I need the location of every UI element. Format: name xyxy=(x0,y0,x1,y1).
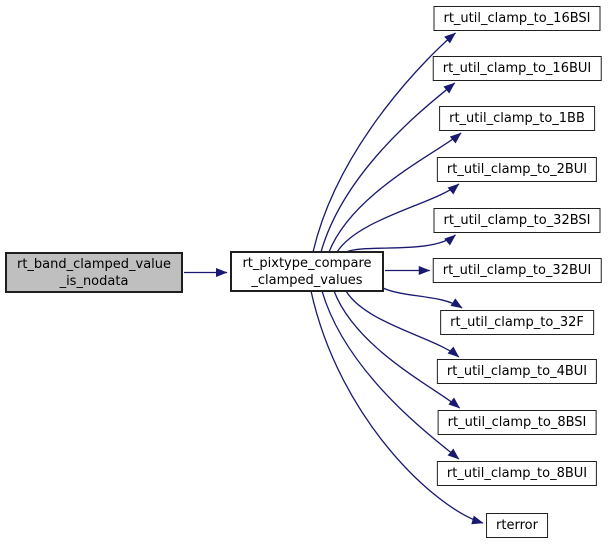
node-rt-band-clamped-value-is-nodata: rt_band_clamped_value _is_nodata xyxy=(5,252,183,293)
node-rt-util-clamp-to-8bsi[interactable]: rt_util_clamp_to_8BSI xyxy=(437,410,597,435)
node-rt-util-clamp-to-32f[interactable]: rt_util_clamp_to_32F xyxy=(440,310,594,335)
node-rt-util-clamp-to-32bsi[interactable]: rt_util_clamp_to_32BSI xyxy=(433,208,601,233)
node-rt-util-clamp-to-16bsi[interactable]: rt_util_clamp_to_16BSI xyxy=(433,6,601,31)
node-rt-util-clamp-to-1bb[interactable]: rt_util_clamp_to_1BB xyxy=(439,106,595,131)
node-label-line: _clamped_values xyxy=(251,272,363,288)
node-label-line: _is_nodata xyxy=(59,273,129,289)
node-rt-pixtype-compare-clamped-values[interactable]: rt_pixtype_compare _clamped_values xyxy=(230,251,384,292)
node-rt-util-clamp-to-16bui[interactable]: rt_util_clamp_to_16BUI xyxy=(432,56,602,81)
node-rt-util-clamp-to-8bui[interactable]: rt_util_clamp_to_8BUI xyxy=(436,461,598,486)
node-rt-util-clamp-to-2bui[interactable]: rt_util_clamp_to_2BUI xyxy=(436,157,598,182)
node-label-line: rt_pixtype_compare xyxy=(242,255,372,271)
node-rterror[interactable]: rterror xyxy=(486,513,548,538)
node-label-line: rt_band_clamped_value xyxy=(16,256,172,272)
node-rt-util-clamp-to-32bui[interactable]: rt_util_clamp_to_32BUI xyxy=(432,258,602,283)
node-rt-util-clamp-to-4bui[interactable]: rt_util_clamp_to_4BUI xyxy=(436,359,598,384)
